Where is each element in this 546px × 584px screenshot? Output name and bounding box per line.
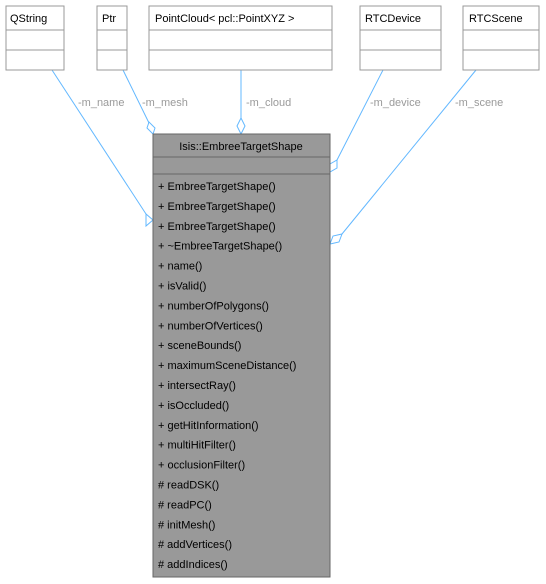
class-box-rtcdevice[interactable]: RTCDevice: [359, 5, 442, 71]
member-item[interactable]: + occlusionFilter(): [158, 460, 245, 472]
member-item[interactable]: # initMesh(): [158, 519, 215, 531]
member-item[interactable]: # addIndices(): [158, 559, 228, 571]
member-item[interactable]: + name(): [158, 261, 202, 273]
member-item[interactable]: + numberOfPolygons(): [158, 300, 269, 312]
class-name-pointcloud: PointCloud< pcl::PointXYZ >: [155, 13, 294, 25]
edge-m-cloud: -m_cloud: [236, 70, 291, 136]
member-item[interactable]: + ~EmbreeTargetShape(): [158, 241, 282, 253]
member-item[interactable]: + maximumSceneDistance(): [158, 360, 296, 372]
edge-label-m-scene: -m_scene: [455, 97, 503, 109]
class-box-ptr[interactable]: Ptr: [96, 5, 128, 71]
member-item[interactable]: + sceneBounds(): [158, 340, 241, 352]
edge-m-scene: -m_scene: [329, 69, 503, 245]
class-box-rtcscene[interactable]: RTCScene: [462, 5, 540, 71]
class-box-pointcloud[interactable]: PointCloud< pcl::PointXYZ >: [148, 5, 333, 71]
member-item[interactable]: + numberOfVertices(): [158, 320, 263, 332]
member-item[interactable]: + intersectRay(): [158, 380, 236, 392]
edge-m-name: -m_name: [51, 69, 154, 228]
member-item[interactable]: + EmbreeTargetShape(): [158, 221, 276, 233]
member-item[interactable]: # readDSK(): [158, 480, 219, 492]
edge-label-m-mesh: -m_mesh: [142, 97, 188, 109]
edge-label-m-cloud: -m_cloud: [246, 97, 291, 109]
member-item[interactable]: # readPC(): [158, 499, 212, 511]
class-name-ptr: Ptr: [102, 13, 116, 25]
edge-m-device: -m_device: [329, 69, 421, 173]
related-classes: QString Ptr PointCloud< pcl::PointXYZ > …: [5, 5, 540, 71]
class-name-rtcdevice: RTCDevice: [365, 13, 421, 25]
member-item[interactable]: # addVertices(): [158, 539, 232, 551]
association-edges: -m_name -m_mesh -m_cloud -m_device -m_sc…: [51, 69, 503, 245]
member-item[interactable]: + isOccluded(): [158, 400, 229, 412]
edge-label-m-name: -m_name: [78, 97, 124, 109]
edge-label-m-device: -m_device: [370, 97, 421, 109]
class-name-rtcscene: RTCScene: [469, 13, 523, 25]
member-item[interactable]: + multiHitFilter(): [158, 440, 236, 452]
edge-m-mesh: -m_mesh: [122, 69, 188, 135]
class-box-qstring[interactable]: QString: [5, 5, 65, 71]
member-item[interactable]: + EmbreeTargetShape(): [158, 181, 276, 193]
member-item[interactable]: + isValid(): [158, 281, 206, 293]
member-item[interactable]: + getHitInformation(): [158, 420, 259, 432]
main-class-box[interactable]: Isis::EmbreeTargetShape + EmbreeTargetSh…: [152, 133, 331, 578]
main-class-title: Isis::EmbreeTargetShape: [179, 141, 303, 153]
class-name-qstring: QString: [10, 13, 47, 25]
member-item[interactable]: + EmbreeTargetShape(): [158, 201, 276, 213]
member-list: + EmbreeTargetShape() + EmbreeTargetShape…: [158, 181, 296, 571]
